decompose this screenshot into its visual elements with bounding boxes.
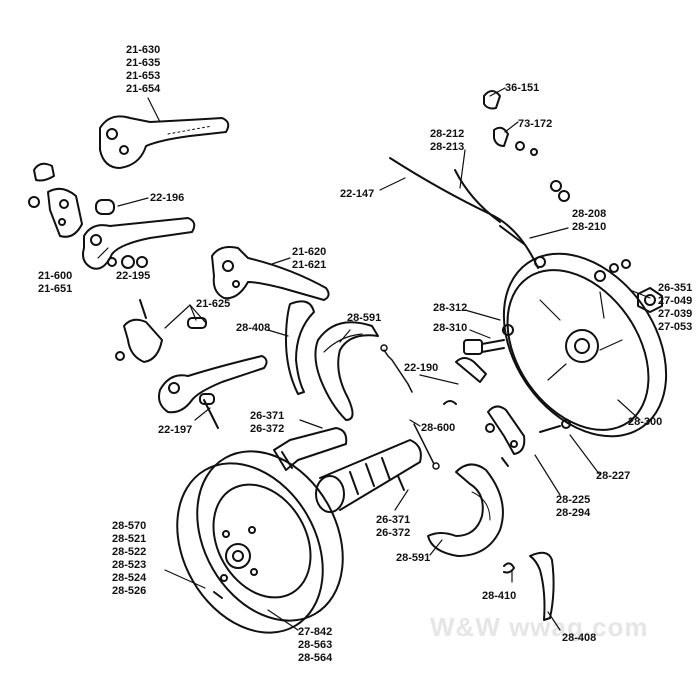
brake-lining-lower [529, 551, 555, 621]
label-36-151: 36-151 [505, 82, 540, 94]
brake-lever-left [82, 217, 196, 270]
brake-shoe-lower [427, 463, 504, 557]
leader-lines [97, 87, 651, 631]
label-28-410: 28-410 [482, 590, 517, 602]
lever-clamp-parts [28, 162, 115, 238]
label-28-408-lower: 28-408 [562, 632, 597, 644]
label-22-147: 22-147 [340, 188, 375, 200]
label-28-227: 28-227 [596, 470, 631, 482]
label-28-408-upper: 28-408 [236, 322, 271, 334]
brake-cable [389, 157, 546, 269]
label-22-195: 22-195 [116, 270, 151, 282]
axle-sleeve [315, 439, 422, 513]
brake-backing-plate [502, 252, 668, 438]
label-28-600: 28-600 [421, 422, 456, 434]
pivot-bolt [463, 324, 514, 355]
clutch-lever-upper [99, 115, 230, 169]
label-28-591-lower: 28-591 [396, 552, 431, 564]
label-28-310: 28-310 [433, 322, 468, 334]
label-28-591-upper: 28-591 [347, 312, 382, 324]
label-73-172: 73-172 [518, 118, 553, 130]
cam-shaft-upper [273, 427, 348, 471]
label-28-312: 28-312 [433, 302, 468, 314]
label-21-625: 21-625 [196, 298, 231, 310]
cable-hardware [483, 90, 663, 313]
brake-drum [176, 450, 344, 634]
brake-shoe-upper [314, 321, 379, 421]
label-28-300: 28-300 [628, 416, 663, 428]
label-22-190: 22-190 [404, 362, 439, 374]
return-springs [380, 344, 440, 470]
watermark: W&W wwag.com [430, 612, 649, 642]
label-22-197: 22-197 [158, 424, 193, 436]
brake-arm [443, 357, 571, 467]
brake-lining-upper [285, 300, 315, 395]
label-22-196: 22-196 [150, 192, 185, 204]
brake-lever-lower [115, 299, 268, 429]
brake-lever-upper-right [211, 246, 330, 301]
clip-28-410 [503, 562, 515, 574]
